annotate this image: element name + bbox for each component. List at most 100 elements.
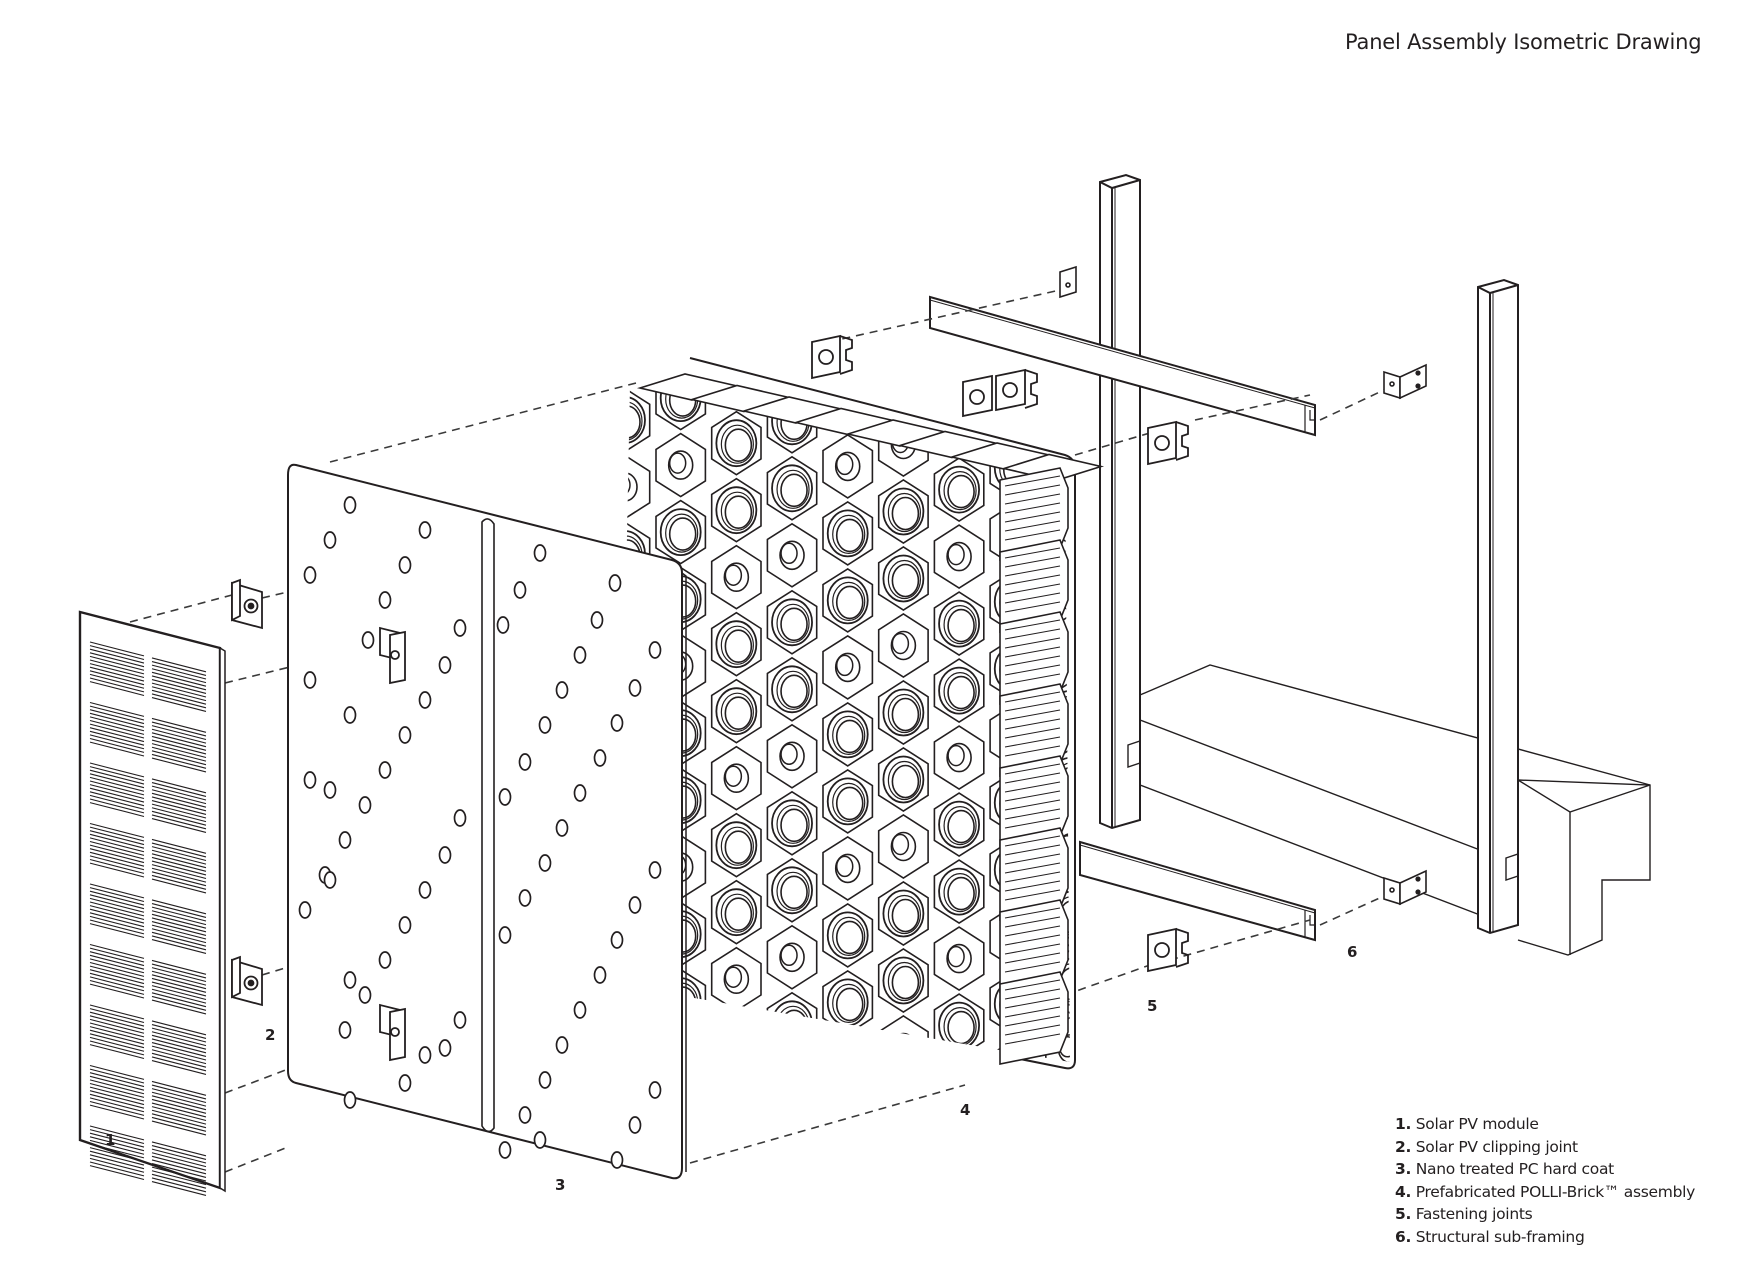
pv-cell-line [151,1166,207,1182]
brick-cavity-ring [883,1159,923,1205]
fastener [962,368,1038,418]
hex-brick [822,567,874,633]
brick-cavity [724,897,753,932]
pv-cell-line [151,1163,207,1178]
brick-cavity [947,809,975,844]
solar-pv-clipping-joints [231,578,263,1007]
fastener [1147,927,1189,973]
pv-cell-line [151,864,207,880]
pv-cell [89,641,145,697]
legend-label: Solar PV module [1415,1115,1539,1133]
perforation-hole [398,556,412,574]
hex-brick [766,857,818,923]
pv-cell [89,762,145,818]
pv-cell-line [89,923,145,939]
brick-cavity-ring [833,1118,865,1156]
brick-cavity [780,473,808,508]
hex-brick [710,745,762,811]
side-rib-line [1004,934,1061,946]
hex-brick [822,768,874,834]
pv-cell-line [89,919,145,935]
side-rib-line [1004,961,1061,973]
perforation-hole [513,581,527,599]
pv-cell-line [89,659,145,675]
brick-cavity-ring [715,1022,758,1062]
pv-cell-line [151,988,207,1004]
pv-cell-line [151,1045,207,1061]
perforation-hole [573,1001,587,1019]
pv-cell-line [151,785,207,801]
perforation-hole [438,1039,452,1057]
pv-cell-line [89,954,145,970]
perforation-hole [418,691,432,709]
legend-number: 4. [1395,1182,1412,1201]
hex-brick [766,656,818,722]
brick-cavity [891,697,920,732]
pv-cell-line [151,924,207,940]
legend-number: 1. [1395,1115,1412,1133]
pv-cell-line [151,939,207,954]
perforation-hole [378,761,392,779]
side-rib-line [1004,871,1061,883]
perforation-hole [418,881,432,899]
pv-cell-line [89,1147,145,1163]
legend-item: 2. Solar PV clipping joint [1395,1136,1695,1159]
pv-cell-line [89,951,145,967]
structural-sub-framing [929,173,1651,956]
side-rib-line [1004,502,1061,514]
pv-cell-line [89,979,145,995]
perforation-hole [518,1106,532,1124]
steel-post [1477,278,1519,935]
pv-cell-line [151,1102,207,1118]
side-rib-line [1004,520,1061,532]
side-rib-line [1004,574,1061,586]
pv-cell-line [151,792,207,808]
hex-brick [877,747,929,812]
pv-cell-line [151,1056,207,1072]
pv-cell-line [89,1008,145,1024]
pv-cell-line [89,840,145,856]
pv-cell-line [151,1145,207,1160]
brick-stud [724,966,743,988]
hex-brick [710,879,762,945]
perforation-hole [648,861,662,879]
brick-stud-base [618,472,638,502]
side-rib-line [1004,1015,1061,1027]
pv-cell-line [89,822,145,838]
brick-cavity [724,495,753,530]
pv-cell-line [89,1104,145,1120]
hex-brick [822,902,874,968]
pv-cell-line [151,931,207,947]
brick-cavity [947,608,975,643]
sheet-perforations [298,496,662,1169]
hex-brick [877,680,929,745]
perforation-hole [323,871,337,889]
pv-cell-line [89,883,145,899]
pv-cell-line [89,798,145,814]
hex-brick [710,946,762,1012]
hex-outline [877,1015,929,1062]
hex-outline [822,1036,874,1062]
legend-label: Structural sub-framing [1415,1227,1585,1246]
perforation-hole [453,619,467,637]
hex-outline [1046,1151,1095,1214]
perforation-hole [343,496,357,514]
brick-cavity-ring [777,1073,809,1111]
pv-cell-line [89,848,145,864]
side-rib-line [1004,790,1061,802]
pv-cell-line [89,1079,145,1095]
pv-cell-line [89,787,145,803]
pv-cell-line [151,1034,207,1050]
perforation-hole [498,788,512,806]
hex-brick [934,1128,983,1191]
brick-stud [1004,1126,1020,1146]
brick-cavity-ring [1050,1093,1090,1139]
perforation-hole [498,1141,512,1159]
pv-cell-line [89,784,145,800]
callout-5: 5 [1147,997,1157,1015]
pv-cell-line [151,1049,207,1065]
pv-cell-line [151,721,207,737]
pv-cell-line [89,1082,145,1098]
pv-cell-line [151,693,207,709]
pv-cell-line [151,735,207,751]
